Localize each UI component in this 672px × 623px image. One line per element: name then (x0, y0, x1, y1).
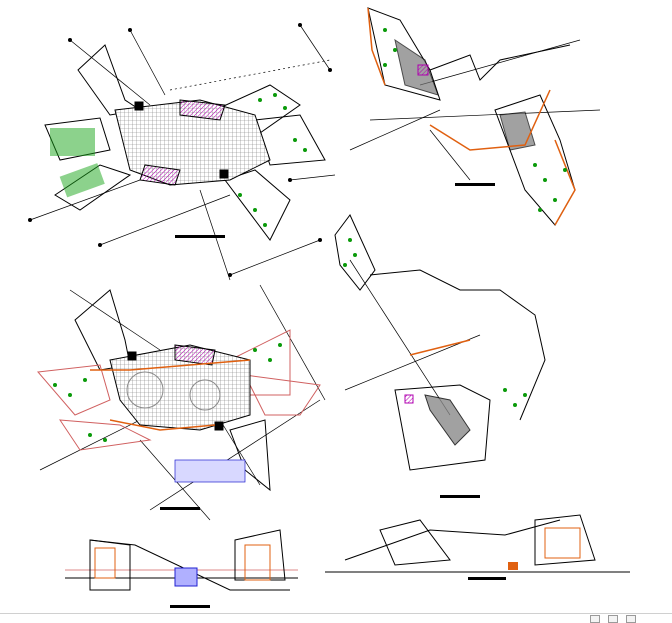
stair-core (174, 344, 216, 366)
ground-floor-plan (28, 23, 336, 281)
mass-left (379, 519, 451, 566)
column (127, 351, 137, 361)
east-terrace (244, 374, 321, 416)
scale-bar (468, 577, 506, 580)
orange-edge (367, 7, 386, 86)
front-elevation (65, 529, 298, 608)
column (219, 169, 229, 179)
door (174, 567, 198, 587)
wing-right (234, 529, 286, 581)
atrium (126, 371, 164, 409)
wing-left (89, 539, 131, 591)
stair-core (179, 99, 226, 121)
outline (429, 44, 571, 81)
orange-edge (554, 139, 576, 226)
south-wing (229, 419, 271, 492)
window (544, 527, 581, 559)
planting (343, 238, 527, 407)
planting (50, 93, 307, 227)
scale-bar (175, 235, 225, 238)
southeast-wing (224, 169, 291, 241)
stair-core (139, 164, 181, 186)
orange-edge (90, 359, 251, 371)
first-floor-plan (37, 284, 326, 521)
scale-bar (170, 605, 210, 608)
central-hall (109, 344, 251, 431)
mass-right (534, 514, 596, 566)
column (214, 421, 224, 431)
upper-floor-plan (349, 7, 601, 226)
stair (404, 394, 414, 404)
scale-bar (160, 507, 200, 510)
atrium (189, 379, 221, 411)
outline (369, 269, 546, 421)
central-block (394, 384, 491, 471)
north-wing (367, 7, 441, 101)
side-elevation (325, 514, 630, 580)
core (424, 394, 471, 446)
scale-bar (455, 183, 495, 186)
grid-lines (29, 24, 336, 281)
scale-bar (440, 495, 480, 498)
south-core (499, 111, 536, 151)
legend-block (174, 459, 246, 483)
grid-lines (39, 284, 326, 521)
north-core (394, 38, 439, 96)
window (244, 544, 271, 581)
west-wing (37, 364, 111, 416)
planting (383, 28, 567, 212)
orange-edge (109, 419, 216, 431)
planting (53, 343, 282, 442)
door (508, 562, 518, 570)
stair (417, 64, 429, 76)
roof-level-plan (334, 214, 546, 498)
central-hall (114, 99, 271, 186)
north-wing (77, 44, 142, 116)
roof-line (344, 519, 561, 561)
southwest-wing (59, 419, 152, 451)
wing-left (94, 547, 116, 579)
orange-edge (429, 89, 551, 151)
north-wing (334, 214, 376, 291)
column (134, 101, 144, 111)
grid-nodes (28, 23, 332, 277)
